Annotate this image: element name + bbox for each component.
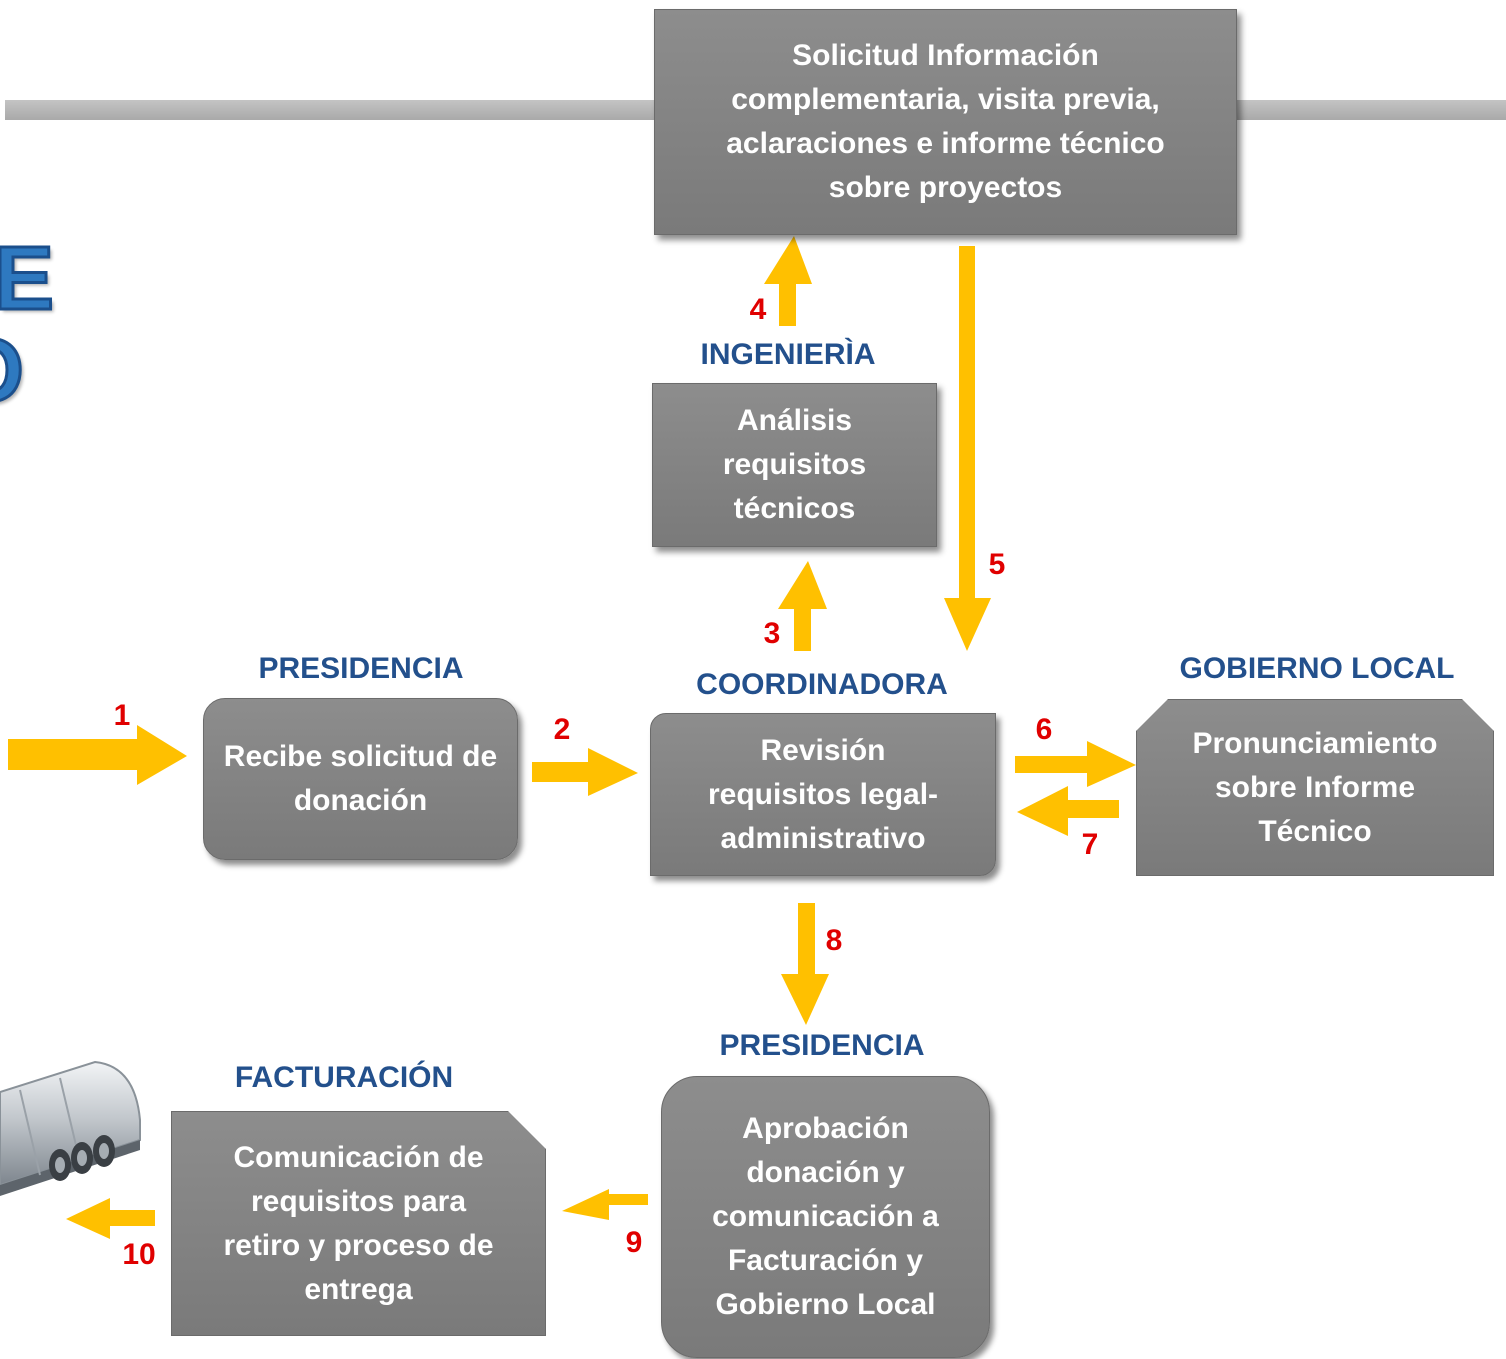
label-presidencia-top: PRESIDENCIA (258, 652, 464, 685)
arrow-step-5 (944, 246, 991, 651)
step-number-6: 6 (1035, 713, 1053, 746)
arrow-step-7 (1017, 786, 1119, 836)
label-coordinadora: COORDINADORA (696, 668, 948, 701)
tanker-truck-icon (0, 1060, 141, 1196)
arrow-step-6 (1015, 741, 1136, 787)
label-facturacion: FACTURACIÓN (234, 1061, 454, 1094)
step-number-8: 8 (825, 924, 843, 957)
step-number-10: 10 (122, 1238, 156, 1271)
arrow-step-9 (562, 1189, 648, 1220)
label-ingenieria: INGENIERÌA (700, 338, 876, 371)
step-number-3: 3 (763, 617, 781, 650)
cropped-title-letter: O (0, 320, 26, 423)
arrow-step-4 (764, 236, 812, 326)
arrow-step-10 (66, 1198, 155, 1239)
box-aprobacion-donacion: Aprobación donación y comunicación a Fac… (661, 1076, 990, 1358)
label-gobierno-local: GOBIERNO LOCAL (1179, 652, 1455, 685)
box-solicitud-informacion: Solicitud Información complementaria, vi… (654, 9, 1237, 235)
box-pronunciamiento: Pronunciamiento sobre Informe Técnico (1136, 699, 1494, 876)
step-number-7: 7 (1081, 828, 1099, 861)
step-number-5: 5 (988, 548, 1006, 581)
step-number-4: 4 (749, 293, 767, 326)
box-recibe-solicitud: Recibe solicitud de donación (203, 698, 518, 860)
box-analisis-requisitos: Análisis requisitos técnicos (652, 383, 937, 547)
arrow-step-2 (532, 748, 638, 796)
cropped-title-letter: E (0, 228, 56, 331)
arrow-step-3 (778, 561, 827, 651)
step-number-2: 2 (553, 713, 571, 746)
label-presidencia-bottom: PRESIDENCIA (719, 1029, 925, 1062)
arrow-step-1 (8, 725, 187, 785)
box-revision-requisitos: Revisión requisitos legal- administrativ… (650, 713, 996, 876)
arrow-step-8 (781, 903, 829, 1025)
step-number-9: 9 (625, 1226, 643, 1259)
box-comunicacion-requisitos: Comunicación de requisitos para retiro y… (171, 1111, 546, 1336)
step-number-1: 1 (113, 699, 131, 732)
